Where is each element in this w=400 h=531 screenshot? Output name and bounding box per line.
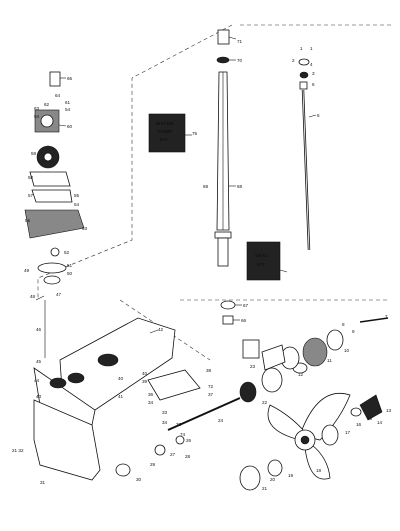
drive-shaft <box>214 29 236 325</box>
callout-38: 38 <box>206 368 212 373</box>
callout-29: 29 <box>150 462 156 467</box>
callout-57: 57 <box>28 193 34 198</box>
callout-21-32: 21 32 <box>12 448 24 453</box>
callout-18: 18 <box>316 468 322 473</box>
callout-44: 44 <box>34 378 40 383</box>
callout-1b: 1 <box>310 46 313 51</box>
callout-28: 28 <box>185 454 191 459</box>
callout-65: 65 <box>67 76 73 81</box>
water-pump-kit-line1: WATER <box>156 121 174 126</box>
callout-60: 60 <box>67 124 73 129</box>
callout-55: 55 <box>74 193 80 198</box>
callout-1: 1 <box>300 46 303 51</box>
callout-23: 23 <box>250 364 256 369</box>
propeller <box>267 393 351 480</box>
assembly-boundary-lines <box>37 24 392 361</box>
callout-11: 11 <box>327 358 332 363</box>
callout-6: 6 <box>312 82 315 87</box>
callout-52: 52 <box>64 250 70 255</box>
callout-46: 46 <box>36 327 42 332</box>
callout-15: 15 <box>367 416 373 421</box>
callout-56: 56 <box>25 218 31 223</box>
callout-31: 31 <box>40 480 46 485</box>
callout-27: 27 <box>170 452 176 457</box>
callout-8: 8 <box>342 322 345 327</box>
callout-7: 7 <box>385 314 388 319</box>
water-pump-stack <box>24 71 85 285</box>
callout-3: 3 <box>312 71 315 76</box>
callout-2: 2 <box>292 58 295 63</box>
callout-41: 41 <box>118 394 124 399</box>
callout-75: 75 <box>192 131 198 136</box>
seal-kit-box: SEAL KIT <box>246 241 281 281</box>
callout-50: 50 <box>67 271 73 276</box>
callout-43: 43 <box>36 394 42 399</box>
callout-47: 47 <box>56 292 62 297</box>
callout-54c: 54 <box>74 202 80 207</box>
shift-rod <box>298 58 311 251</box>
leader-lines <box>35 36 317 334</box>
callout-59: 59 <box>31 151 37 156</box>
callout-70: 70 <box>237 58 243 63</box>
callout-22: 22 <box>262 400 268 405</box>
callout-numbers: 71 70 65 64 62 63 54 61 54 60 59 58 57 5… <box>12 39 392 491</box>
callout-9: 9 <box>352 329 355 334</box>
callout-4: 4 <box>310 62 313 67</box>
callout-34: 34 <box>148 400 154 405</box>
callout-14: 14 <box>377 420 383 425</box>
callout-13: 13 <box>386 408 392 413</box>
callout-5: 5 <box>317 113 320 118</box>
callout-40: 40 <box>118 376 124 381</box>
callout-33: 33 <box>162 410 168 415</box>
callout-19: 19 <box>288 473 294 478</box>
water-pump-kit-box: WATER PUMP KIT <box>148 113 186 153</box>
callout-64: 64 <box>55 93 61 98</box>
seal-kit-line1: SEAL <box>255 253 268 258</box>
callout-61: 61 <box>65 100 71 105</box>
callout-73: 73 <box>176 422 182 427</box>
callout-72: 72 <box>208 384 214 389</box>
callout-34b: 34 <box>162 420 168 425</box>
callout-24: 24 <box>218 418 224 423</box>
callout-67: 67 <box>243 303 249 308</box>
callout-45: 45 <box>36 359 42 364</box>
callout-30: 30 <box>136 477 142 482</box>
callout-12: 12 <box>298 372 304 377</box>
prop-hardware <box>115 339 383 491</box>
seal-kit-line2: KIT <box>257 262 265 267</box>
callout-37: 37 <box>208 392 214 397</box>
callout-51: 51 <box>67 263 73 268</box>
shift-bracket <box>147 369 201 401</box>
propeller-shaft-assembly <box>167 317 389 431</box>
callout-54b: 54 <box>65 107 71 112</box>
callout-16: 16 <box>356 422 362 427</box>
callout-63: 63 <box>34 106 40 111</box>
callout-71: 71 <box>237 39 243 44</box>
callout-36: 36 <box>148 392 154 397</box>
callout-17: 17 <box>345 430 351 435</box>
callout-42: 42 <box>158 327 164 332</box>
callout-48: 48 <box>30 294 36 299</box>
water-pump-kit-line3: KIT <box>160 137 168 142</box>
callout-62: 62 <box>44 102 50 107</box>
callout-58: 58 <box>28 175 34 180</box>
callout-74: 74 <box>180 432 186 437</box>
callout-69: 69 <box>203 184 209 189</box>
callout-20: 20 <box>270 477 276 482</box>
callout-26: 26 <box>186 438 192 443</box>
callout-66: 66 <box>241 318 247 323</box>
callout-40b: 40 <box>142 371 148 376</box>
callout-10: 10 <box>344 348 350 353</box>
callout-68: 68 <box>237 184 243 189</box>
callout-54: 54 <box>34 114 40 119</box>
callout-53: 53 <box>82 226 88 231</box>
callout-21: 21 <box>262 486 268 491</box>
callout-49: 49 <box>24 268 30 273</box>
callout-39: 39 <box>142 379 148 384</box>
gear-housing <box>33 300 176 481</box>
water-pump-kit-line2: PUMP <box>158 129 172 134</box>
